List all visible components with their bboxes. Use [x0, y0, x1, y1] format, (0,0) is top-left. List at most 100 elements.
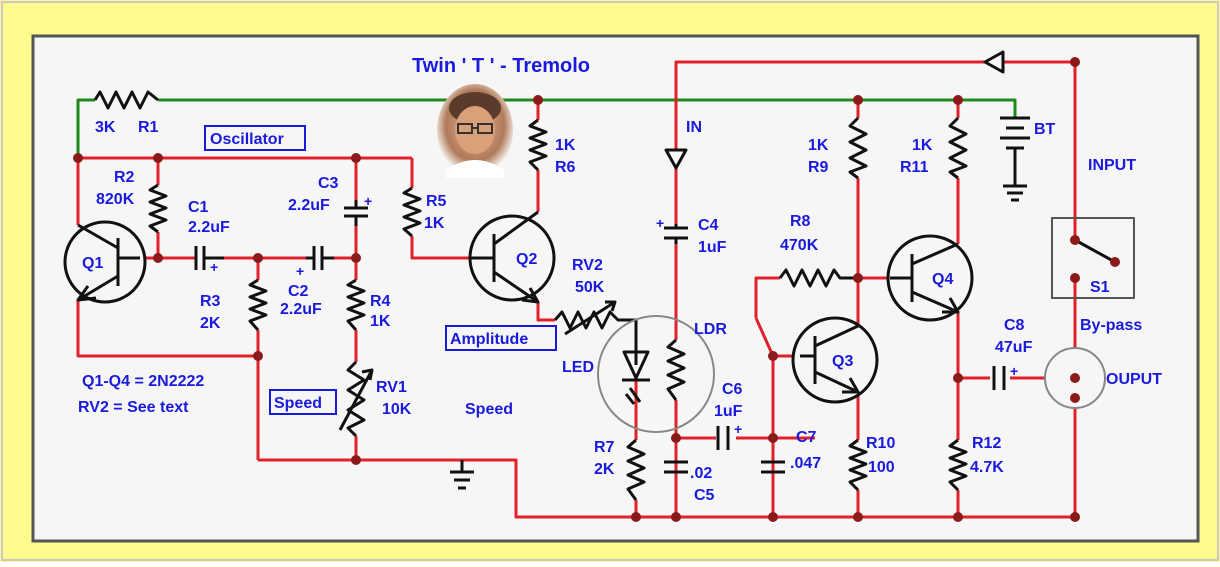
label-Q4: Q4 [932, 271, 953, 288]
label-R3-value: 2K [200, 315, 221, 332]
label-R5-value: 1K [424, 215, 445, 232]
junction-dots [73, 57, 1120, 522]
label-R7-ref: R7 [594, 439, 615, 456]
input-arrow [983, 50, 1005, 74]
diagram-title: Twin ' T ' - Tremolo [412, 55, 590, 77]
label-Q3: Q3 [832, 353, 853, 370]
capacitor-C3 [344, 200, 368, 226]
label-R2-value: 820K [96, 191, 135, 208]
resistor-R7 [626, 438, 646, 501]
label-C1-value: 2.2uF [188, 219, 230, 236]
label-C7-ref: C7 [796, 429, 817, 446]
label-R6-ref: R6 [555, 159, 576, 176]
label-C4-value: 1uF [698, 239, 727, 256]
label-C6-ref: C6 [722, 381, 743, 398]
transistor-Q1 [63, 220, 147, 304]
resistor-R6 [528, 118, 548, 172]
polarity-plus: + [656, 215, 664, 231]
polarity-plus: + [734, 421, 742, 437]
label-RV2-value: 50K [575, 279, 605, 296]
label-C3-value: 2.2uF [288, 197, 330, 214]
potentiometer-RV1 [338, 360, 374, 438]
label-R8-value: 470K [780, 237, 819, 254]
note-transistors: Q1-Q4 = 2N2222 [82, 373, 204, 390]
polarity-plus: + [364, 193, 372, 209]
battery-BT [1000, 116, 1030, 202]
label-C5-value: .02 [690, 465, 712, 482]
label-R4-ref: R4 [370, 293, 391, 310]
label-R1-value: 3K [95, 119, 116, 136]
schematic-panel [31, 34, 1200, 543]
resistor-R9 [848, 116, 868, 180]
in-port-arrow [664, 148, 688, 170]
label-speed-boxed: Speed [274, 395, 322, 412]
label-in-port: IN [686, 119, 702, 136]
label-C4-ref: C4 [698, 217, 719, 234]
label-output: OUPUT [1106, 371, 1162, 388]
label-bypass: By-pass [1080, 317, 1142, 334]
label-C6-value: 1uF [714, 403, 743, 420]
transistor-Q2 [468, 210, 556, 304]
label-C3-ref: C3 [318, 175, 339, 192]
switch-S1 [1051, 217, 1135, 299]
capacitor-C8 [992, 366, 1006, 390]
capacitor-C6 [716, 426, 730, 450]
label-battery: BT [1034, 121, 1056, 138]
label-S1: S1 [1090, 279, 1110, 296]
label-R9-value: 1K [808, 137, 829, 154]
label-R12-value: 4.7K [970, 459, 1004, 476]
label-C8-value: 47uF [995, 339, 1033, 356]
resistor-R12 [948, 438, 968, 492]
label-R4-value: 1K [370, 313, 391, 330]
author-portrait [437, 84, 513, 178]
capacitor-C1 [194, 246, 224, 270]
label-C8-ref: C8 [1004, 317, 1025, 334]
label-C7-value: .047 [790, 455, 821, 472]
label-R1-ref: R1 [138, 119, 159, 136]
label-R8-ref: R8 [790, 213, 811, 230]
label-C2-value: 2.2uF [280, 301, 322, 318]
resistor-R4 [346, 278, 366, 331]
label-RV1-value: 10K [382, 401, 412, 418]
label-R11-value: 1K [912, 137, 933, 154]
label-C2-ref: C2 [288, 283, 309, 300]
supply-rail [76, 98, 1017, 158]
label-RV2-ref: RV2 [572, 257, 603, 274]
resistor-R2 [148, 183, 168, 234]
capacitor-C2 [306, 246, 334, 270]
resistor-R8 [778, 268, 858, 288]
label-C1-ref: C1 [188, 199, 209, 216]
label-R3-ref: R3 [200, 293, 221, 310]
polarity-plus: + [1010, 363, 1018, 379]
label-Q2: Q2 [516, 251, 537, 268]
components [63, 50, 1135, 501]
label-RV1-ref: RV1 [376, 379, 407, 396]
label-speed: Speed [465, 401, 513, 418]
resistor-LDR [666, 338, 686, 401]
label-R12-ref: R12 [972, 435, 1001, 452]
opto-coupler [597, 315, 715, 433]
resistor-R5 [402, 186, 422, 238]
label-oscillator: Oscillator [210, 131, 284, 148]
polarity-plus: + [210, 259, 218, 275]
label-ldr: LDR [694, 321, 727, 338]
resistor-R10 [848, 438, 868, 492]
label-input: INPUT [1088, 157, 1136, 174]
label-R7-value: 2K [594, 461, 615, 478]
potentiometer-RV2 [553, 300, 638, 365]
label-Q1: Q1 [82, 255, 103, 272]
label-amplitude: Amplitude [450, 331, 528, 348]
label-C5-ref: C5 [694, 487, 715, 504]
label-R6-value: 1K [555, 137, 576, 154]
label-R10-value: 100 [868, 459, 895, 476]
text-labels: Twin ' T ' - Tremolo Oscillator Amplitud… [78, 55, 1162, 504]
label-R9-ref: R9 [808, 159, 829, 176]
label-R10-ref: R10 [866, 435, 895, 452]
label-R5-ref: R5 [426, 193, 447, 210]
label-led: LED [562, 359, 594, 376]
label-R2-ref: R2 [114, 169, 135, 186]
note-rv2: RV2 = See text [78, 399, 189, 416]
capacitor-C5 [664, 460, 688, 474]
